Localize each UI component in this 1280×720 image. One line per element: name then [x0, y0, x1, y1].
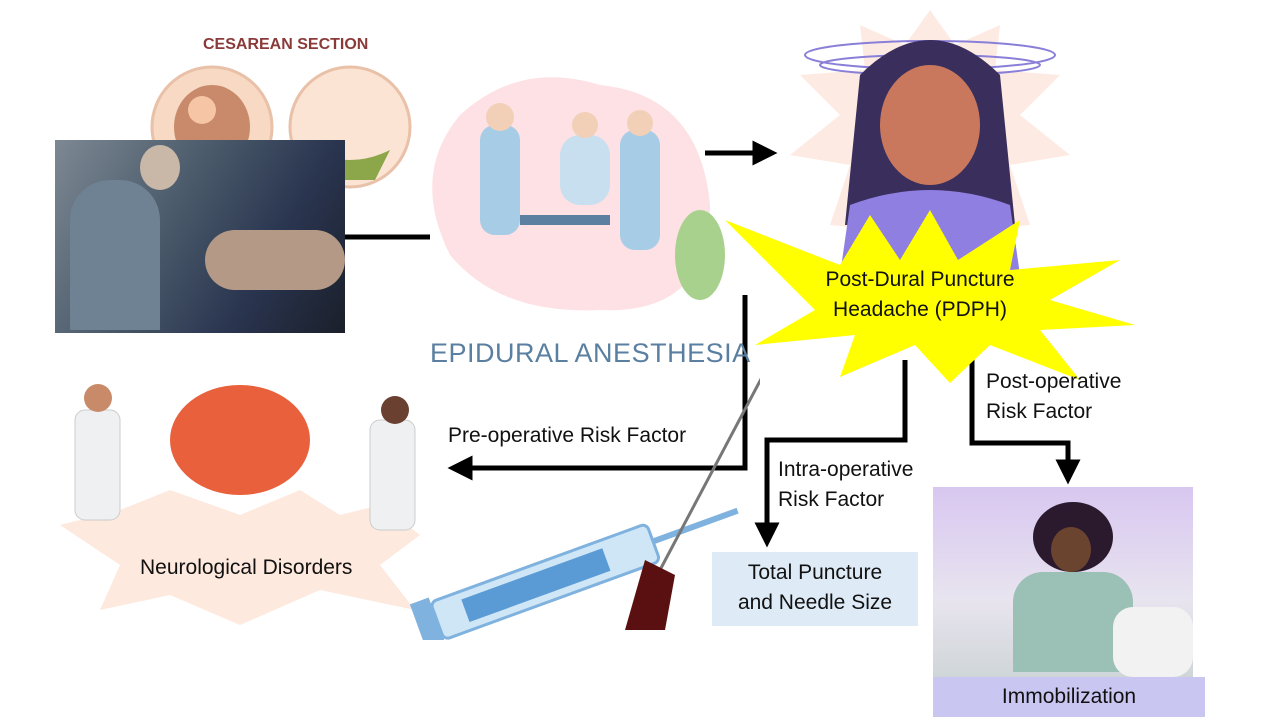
epidural-illustration: [432, 77, 725, 311]
post-op-line1: Post-operative: [986, 370, 1122, 393]
pdph-starburst: [725, 210, 1135, 383]
pre-op-risk-label: Pre-operative Risk Factor: [448, 424, 687, 447]
intra-op-line2: Risk Factor: [778, 488, 885, 511]
post-op-line2: Risk Factor: [986, 400, 1093, 423]
cesarean-photo: [55, 140, 345, 333]
neuro-label: Neurological Disorders: [140, 556, 353, 579]
needle-line1: Total Puncture: [747, 561, 883, 584]
immobilization-photo: [933, 487, 1193, 677]
needle-size-box: Total Puncture and Needle Size: [712, 552, 918, 626]
needle-line2: and Needle Size: [737, 591, 893, 614]
immobilization-label: Immobilization: [1001, 685, 1137, 708]
arrow-pre-op: [447, 295, 748, 481]
pdph-label: Post-Dural Puncture Headache (PDPH): [790, 265, 1050, 325]
intra-op-line1: Intra-operative: [778, 458, 914, 481]
syringe-illustration: [409, 377, 760, 640]
arrow-post-op: [969, 360, 1081, 485]
immobilization-box: Immobilization: [933, 677, 1205, 717]
intra-op-risk-label: Intra-operative Risk Factor: [778, 455, 913, 515]
brain-illustration: [60, 384, 420, 625]
epidural-title: EPIDURAL ANESTHESIA: [430, 338, 751, 368]
arrow-intra-op: [754, 360, 908, 548]
post-op-risk-label: Post-operative Risk Factor: [986, 367, 1121, 427]
cesarean-title: CESAREAN SECTION: [203, 36, 369, 53]
pdph-line2: Headache (PDPH): [833, 298, 1007, 321]
pdph-line1: Post-Dural Puncture: [825, 268, 1015, 291]
